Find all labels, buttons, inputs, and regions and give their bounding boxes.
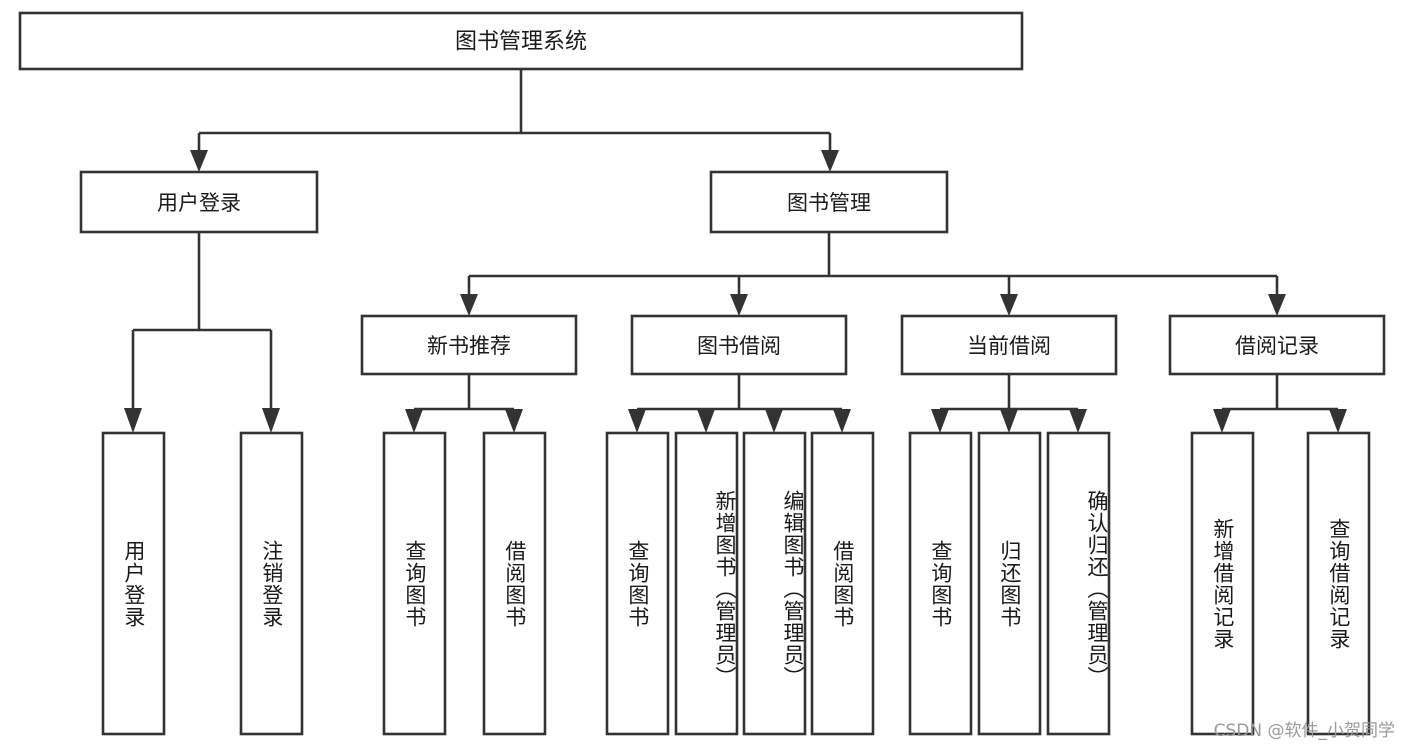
arrow-head-icon [1329, 409, 1347, 433]
arrow-head-icon [931, 409, 949, 433]
arrow-head-icon [190, 150, 208, 172]
node-user-login-box [79, 170, 319, 234]
arrow-head-icon [821, 150, 839, 172]
node-book-borrow[interactable]: 图书借阅 [630, 314, 848, 376]
leaf-box-query-book-3[interactable] [908, 431, 973, 736]
node-new-book-recommend-box [360, 314, 578, 376]
leaf-box-borrow-book-1[interactable] [482, 431, 547, 736]
node-book-manage[interactable]: 图书管理 [709, 170, 949, 234]
arrow-head-icon [1213, 409, 1231, 433]
leaf-box-query-record[interactable] [1306, 431, 1371, 736]
leaf-box-user-login[interactable] [101, 431, 166, 736]
arrow-head-icon [833, 409, 851, 433]
node-new-book-recommend[interactable]: 新书推荐 [360, 314, 578, 376]
node-book-manage-label: 图书管理 [787, 191, 871, 215]
node-book-borrow-label: 图书借阅 [697, 334, 781, 358]
node-root-label: 图书管理系统 [455, 30, 587, 55]
leaf-box-query-book-2[interactable] [605, 431, 670, 736]
arrow-head-icon [405, 409, 423, 433]
arrow-head-icon [1000, 294, 1018, 316]
leaf-box-confirm-return[interactable] [1046, 431, 1111, 736]
leaf-box-logout[interactable] [239, 431, 304, 736]
connector-current-borrow-to-leaves [931, 374, 1087, 433]
arrow-head-icon [730, 294, 748, 316]
node-new-book-recommend-label: 新书推荐 [427, 334, 511, 358]
leaf-box-edit-book[interactable] [742, 431, 807, 736]
arrow-head-icon [628, 409, 646, 433]
node-borrow-record[interactable]: 借阅记录 [1168, 314, 1386, 376]
leaf-box-return-book[interactable] [977, 431, 1042, 736]
node-root-box [18, 11, 1024, 71]
connector-book-borrow-to-leaves [628, 374, 851, 433]
connector-borrow-record-to-leaves [1213, 374, 1347, 433]
leaf-box-add-record[interactable] [1190, 431, 1255, 736]
leaf-box-add-book[interactable] [674, 431, 739, 736]
node-borrow-record-label: 借阅记录 [1235, 334, 1319, 358]
node-current-borrow-label: 当前借阅 [967, 334, 1051, 358]
csdn-watermark: CSDN @软件_小贺同学 [1213, 721, 1395, 741]
arrow-head-icon [124, 408, 142, 433]
leaf-box-borrow-book-2[interactable] [810, 431, 875, 736]
node-user-login[interactable]: 用户登录 [79, 170, 319, 234]
connector-new-book-recommend-to-leaves [405, 374, 523, 433]
arrow-head-icon [460, 294, 478, 316]
arrow-head-icon [1000, 409, 1018, 433]
arrow-head-icon [765, 409, 783, 433]
connector-book-manage-to-level3 [460, 232, 1286, 316]
connector-user-login-to-leaves [124, 232, 280, 433]
connector-root-to-level2 [190, 69, 839, 172]
arrow-head-icon [505, 409, 523, 433]
node-root[interactable]: 图书管理系统 [18, 11, 1024, 71]
node-current-borrow-box [900, 314, 1118, 376]
arrow-head-icon [1268, 294, 1286, 316]
leaf-box-query-book-1[interactable] [382, 431, 447, 736]
node-user-login-label: 用户登录 [157, 191, 241, 215]
node-current-borrow[interactable]: 当前借阅 [900, 314, 1118, 376]
arrow-head-icon [697, 409, 715, 433]
arrow-head-icon [262, 408, 280, 433]
arrow-head-icon [1069, 409, 1087, 433]
